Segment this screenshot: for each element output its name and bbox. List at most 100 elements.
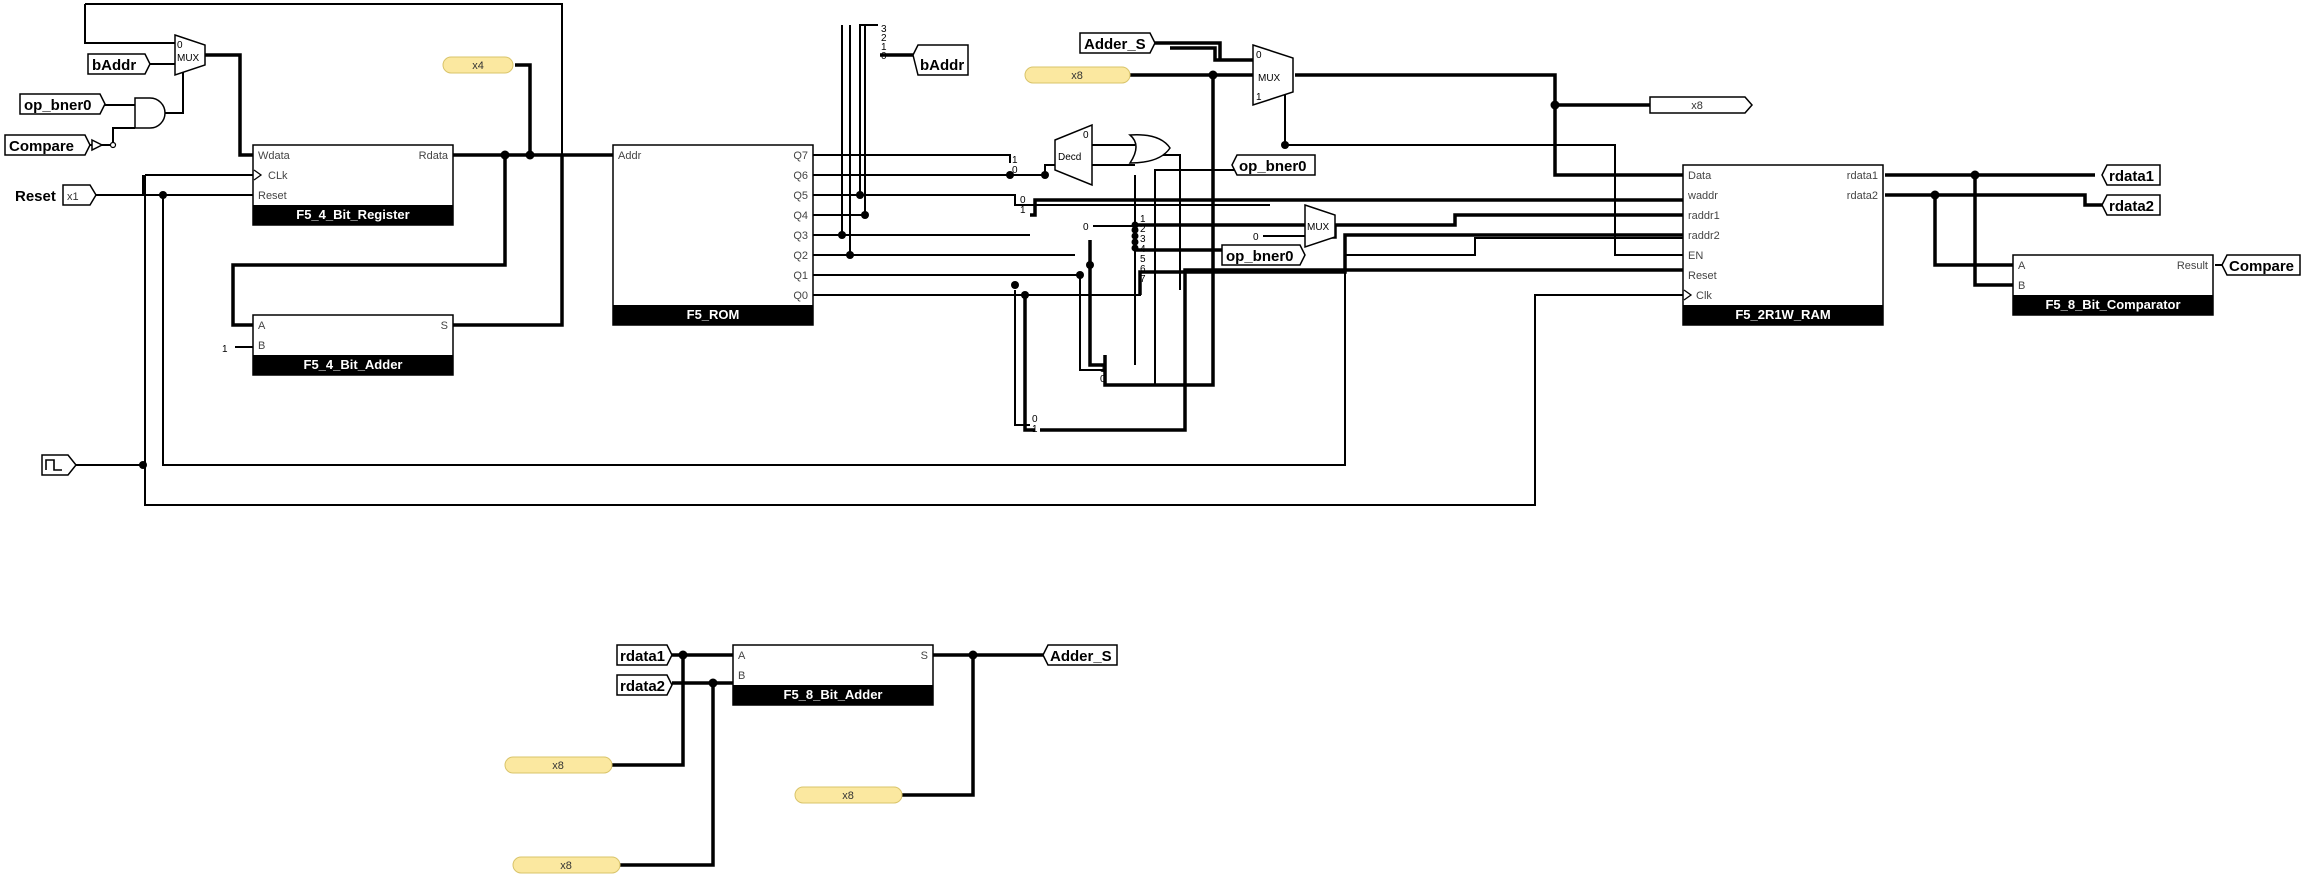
waddr-split-bit-0: 0 bbox=[1020, 195, 1026, 206]
tunnel-rdata2-in-label: rdata2 bbox=[620, 678, 665, 695]
tunnel-baddr-out[interactable] bbox=[912, 44, 969, 76]
register-block[interactable]: F5_4_Bit_Register Wdata Rdata CLk Reset bbox=[252, 144, 454, 226]
register-port-rdata: Rdata bbox=[419, 150, 449, 162]
tunnel-rdata1-out[interactable] bbox=[2101, 164, 2161, 186]
const-0-b: 0 bbox=[1253, 232, 1259, 243]
tunnel-op-bner0-c[interactable] bbox=[1221, 244, 1306, 266]
clock-pin[interactable] bbox=[41, 454, 77, 476]
ram-port-rdata2: rdata2 bbox=[1847, 190, 1878, 202]
tunnel-compare-out-label: Compare bbox=[2229, 258, 2294, 275]
tunnel-rdata2-out[interactable] bbox=[2101, 194, 2161, 216]
tunnel-op-bner0-b-label: op_bner0 bbox=[1239, 158, 1307, 175]
tunnel-rdata2-in[interactable] bbox=[616, 674, 673, 696]
comparator-port-a: A bbox=[2018, 260, 2026, 272]
adder8-port-s: S bbox=[921, 650, 928, 662]
adder8-port-b: B bbox=[738, 670, 745, 682]
adder8-block[interactable]: F5_8_Bit_Adder A B S bbox=[732, 644, 934, 706]
tunnel-compare-in[interactable] bbox=[4, 134, 91, 156]
mid-split-bit-2: 2 bbox=[1140, 224, 1146, 235]
tunnel-baddr-in-label: bAddr bbox=[92, 57, 136, 74]
mux-top-right-in0: 0 bbox=[1256, 50, 1262, 61]
decoder[interactable]: Decd 0 bbox=[1054, 123, 1093, 187]
mux-top-left-in0: 0 bbox=[177, 40, 183, 51]
mux-top-right[interactable]: 0 MUX 1 bbox=[1252, 43, 1294, 107]
probe-x4-label: x4 bbox=[472, 60, 484, 72]
probe-x8-right-label: x8 bbox=[1691, 100, 1703, 112]
rom-port-q6: Q6 bbox=[793, 170, 808, 182]
rom-split-bit-2: 2 bbox=[881, 33, 887, 44]
rom-port-q0: Q0 bbox=[793, 290, 808, 302]
tunnel-compare-out[interactable] bbox=[2221, 254, 2301, 276]
probe-x8-b1 bbox=[504, 756, 613, 774]
wires bbox=[75, 3, 2225, 867]
bot-split-a-bit-1: 1 bbox=[1032, 424, 1038, 435]
tunnel-op-bner0-b[interactable] bbox=[1231, 154, 1316, 176]
dec-split-bit-0: 0 bbox=[1012, 165, 1018, 176]
rom-port-q4: Q4 bbox=[793, 210, 808, 222]
rom-port-q3: Q3 bbox=[793, 230, 808, 242]
ram-block[interactable]: F5_2R1W_RAM Data waddr raddr1 raddr2 EN … bbox=[1682, 164, 1884, 326]
rom-title: F5_ROM bbox=[687, 307, 740, 322]
comparator-title: F5_8_Bit_Comparator bbox=[2045, 297, 2180, 312]
adder4-port-a: A bbox=[258, 320, 266, 332]
const-1: 1 bbox=[222, 344, 228, 355]
adder8-port-a: A bbox=[738, 650, 746, 662]
adder4-port-s: S bbox=[441, 320, 448, 332]
and-gate[interactable] bbox=[109, 97, 166, 149]
or-gate[interactable] bbox=[1128, 134, 1171, 164]
probe-x8-top bbox=[1024, 66, 1131, 84]
ram-port-waddr: waddr bbox=[1687, 190, 1718, 202]
adder4-block[interactable]: F5_4_Bit_Adder A B S bbox=[252, 314, 454, 376]
mid-split-bit-7: 7 bbox=[1140, 274, 1146, 285]
ram-port-reset: Reset bbox=[1688, 270, 1717, 282]
register-port-clk: CLk bbox=[268, 170, 288, 182]
ram-port-clk: Clk bbox=[1696, 290, 1712, 302]
tunnel-adder-s-in[interactable] bbox=[1079, 32, 1156, 54]
rom-port-q5: Q5 bbox=[793, 190, 808, 202]
waddr-split-bit-1: 1 bbox=[1020, 205, 1026, 216]
ram-title: F5_2R1W_RAM bbox=[1735, 307, 1830, 322]
tunnel-rdata1-in[interactable] bbox=[616, 644, 673, 666]
probes: x4 x8 x8 x8 x8 x8 bbox=[442, 56, 1703, 874]
mux-mid-label: MUX bbox=[1307, 222, 1330, 233]
reset-pin-width: x1 bbox=[67, 191, 79, 203]
tunnel-baddr-in[interactable] bbox=[87, 53, 151, 75]
ram-port-rdata1: rdata1 bbox=[1847, 170, 1878, 182]
probe-x8-b2-label: x8 bbox=[560, 860, 572, 872]
reset-pin-label: Reset bbox=[15, 188, 56, 205]
ram-port-raddr1: raddr1 bbox=[1688, 210, 1720, 222]
probe-x8-b3-label: x8 bbox=[842, 790, 854, 802]
mux-top-right-in1: 1 bbox=[1256, 92, 1262, 103]
tunnel-compare-in-label: Compare bbox=[9, 138, 74, 155]
probe-x8-top-label: x8 bbox=[1071, 70, 1083, 82]
probe-x8-b2 bbox=[512, 856, 621, 874]
const-0-a: 0 bbox=[1083, 222, 1089, 233]
probe-x8-b3 bbox=[794, 786, 903, 804]
tunnel-op-bner0-a[interactable] bbox=[19, 93, 106, 115]
register-port-wdata: Wdata bbox=[258, 150, 291, 162]
adder4-port-b: B bbox=[258, 340, 265, 352]
adder4-title: F5_4_Bit_Adder bbox=[304, 357, 403, 372]
tunnel-op-bner0-c-label: op_bner0 bbox=[1226, 248, 1294, 265]
mid-split-bit-4: 4 bbox=[1140, 244, 1146, 255]
tunnel-adder-s-out[interactable] bbox=[1042, 644, 1118, 666]
comparator-block[interactable]: F5_8_Bit_Comparator A B Result bbox=[2012, 254, 2214, 316]
rom-split-bit-1: 1 bbox=[881, 42, 887, 53]
mux-top-left[interactable]: 0 MUX bbox=[174, 33, 206, 77]
ram-port-data: Data bbox=[1688, 170, 1712, 182]
mux-mid[interactable]: MUX bbox=[1304, 203, 1336, 249]
rom-port-q1: Q1 bbox=[793, 270, 808, 282]
adder8-title: F5_8_Bit_Adder bbox=[784, 687, 883, 702]
reset-pin[interactable]: Reset x1 bbox=[15, 184, 97, 206]
rom-port-q2: Q2 bbox=[793, 250, 808, 262]
tunnel-rdata2-out-label: rdata2 bbox=[2109, 198, 2154, 215]
raddr-split-bit-1: 1 bbox=[1100, 364, 1106, 375]
ram-port-raddr2: raddr2 bbox=[1688, 230, 1720, 242]
rom-port-addr: Addr bbox=[618, 150, 642, 162]
rom-block[interactable]: F5_ROM Addr Q7 Q6 Q5 Q4 Q3 Q2 Q1 Q0 bbox=[612, 144, 814, 326]
tunnel-rdata1-in-label: rdata1 bbox=[620, 648, 665, 665]
mid-split-bit-3: 3 bbox=[1140, 234, 1146, 245]
tunnel-adder-s-out-label: Adder_S bbox=[1050, 648, 1112, 665]
tunnel-baddr-out-label: bAddr bbox=[920, 57, 964, 74]
